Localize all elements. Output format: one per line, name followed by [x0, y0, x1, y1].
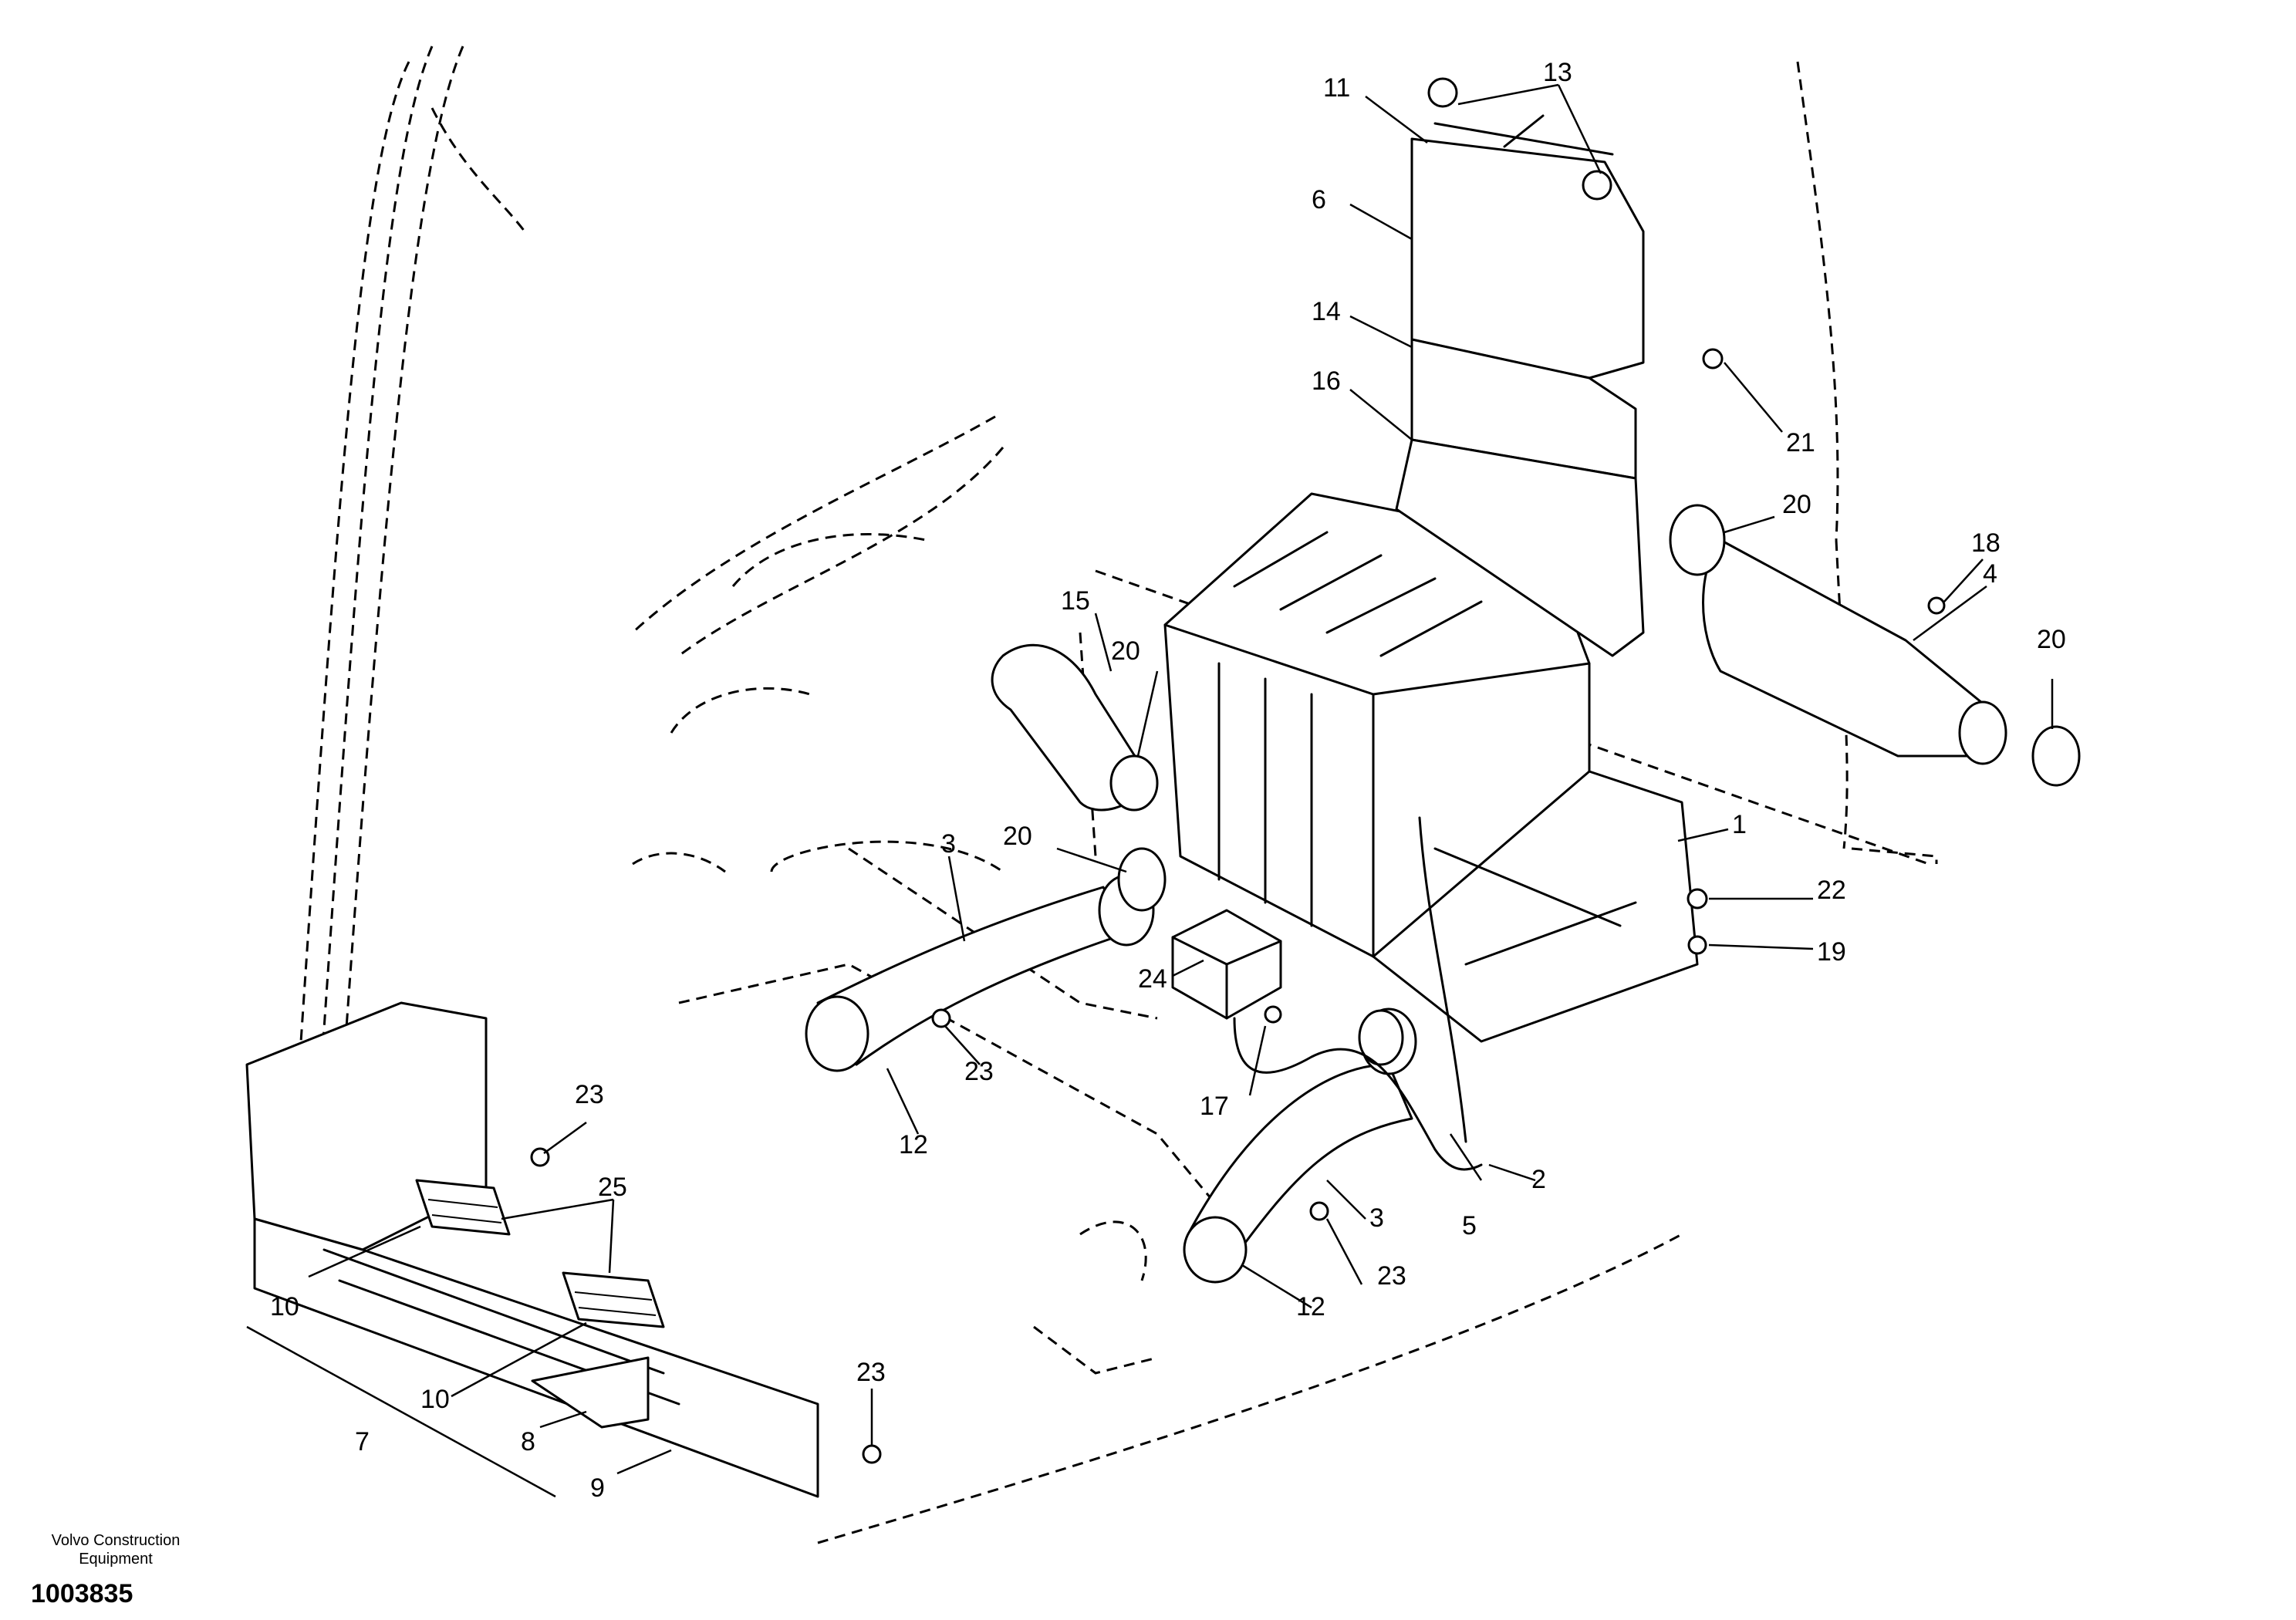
callout-12: 12 — [899, 1130, 928, 1159]
leader-lines — [246, 83, 2054, 1498]
callout-15: 15 — [1061, 586, 1090, 616]
callout-7: 7 — [355, 1427, 370, 1456]
callout-19: 19 — [1817, 937, 1846, 967]
callout-3: 3 — [941, 829, 956, 859]
side-vent-panel — [245, 1001, 819, 1498]
callout-12: 12 — [1296, 1292, 1325, 1321]
fasteners — [530, 348, 1946, 1464]
callout-20: 20 — [2037, 625, 2066, 654]
callout-11: 11 — [1323, 73, 1350, 103]
callout-22: 22 — [1817, 876, 1846, 905]
callout-14: 14 — [1312, 297, 1341, 326]
callout-1: 1 — [1732, 810, 1747, 839]
callout-10: 10 — [420, 1385, 450, 1414]
filter-housing — [1395, 77, 1645, 657]
callout-24: 24 — [1138, 964, 1167, 994]
callout-10: 10 — [270, 1292, 299, 1321]
control-box-24 — [1171, 909, 1282, 1020]
callout-13: 13 — [1543, 58, 1572, 87]
brand-line-2: Equipment — [79, 1551, 153, 1568]
callout-4: 4 — [1983, 559, 1997, 589]
callout-21: 21 — [1786, 428, 1815, 457]
brand-line-1: Volvo Construction — [51, 1532, 181, 1549]
callout-20: 20 — [1782, 490, 1811, 519]
cab-frame-outline — [292, 46, 1938, 1544]
callout-23: 23 — [856, 1358, 886, 1387]
callout-16: 16 — [1312, 366, 1341, 396]
callout-6: 6 — [1312, 185, 1326, 214]
callout-23: 23 — [575, 1080, 604, 1109]
drawing-footer: Volvo Construction Equipment 1003835 — [31, 1531, 201, 1609]
callout-23: 23 — [1377, 1261, 1406, 1291]
callout-2: 2 — [1531, 1165, 1546, 1194]
callout-5: 5 — [1462, 1211, 1477, 1240]
callout-3: 3 — [1369, 1203, 1384, 1233]
callout-23: 23 — [964, 1057, 994, 1086]
hose-clamps — [1109, 504, 2081, 1066]
duct-4 — [1702, 538, 2007, 765]
callout-9: 9 — [590, 1473, 605, 1503]
callout-17: 17 — [1200, 1092, 1229, 1121]
duct-3-upper — [805, 874, 1155, 1072]
callout-20: 20 — [1003, 822, 1032, 851]
callout-20: 20 — [1111, 636, 1140, 666]
duct-3-lower — [1183, 1007, 1417, 1284]
document-number: 1003835 — [31, 1579, 133, 1608]
callout-labels: 1 2 3 3 4 5 6 7 8 9 10 10 11 12 12 13 14… — [270, 58, 2066, 1503]
hvac-unit — [1163, 492, 1699, 1043]
wiring-harness — [1233, 816, 1483, 1171]
callout-8: 8 — [521, 1427, 535, 1456]
air-vents — [415, 1179, 665, 1328]
callout-25: 25 — [598, 1173, 627, 1202]
callout-18: 18 — [1971, 528, 2001, 558]
